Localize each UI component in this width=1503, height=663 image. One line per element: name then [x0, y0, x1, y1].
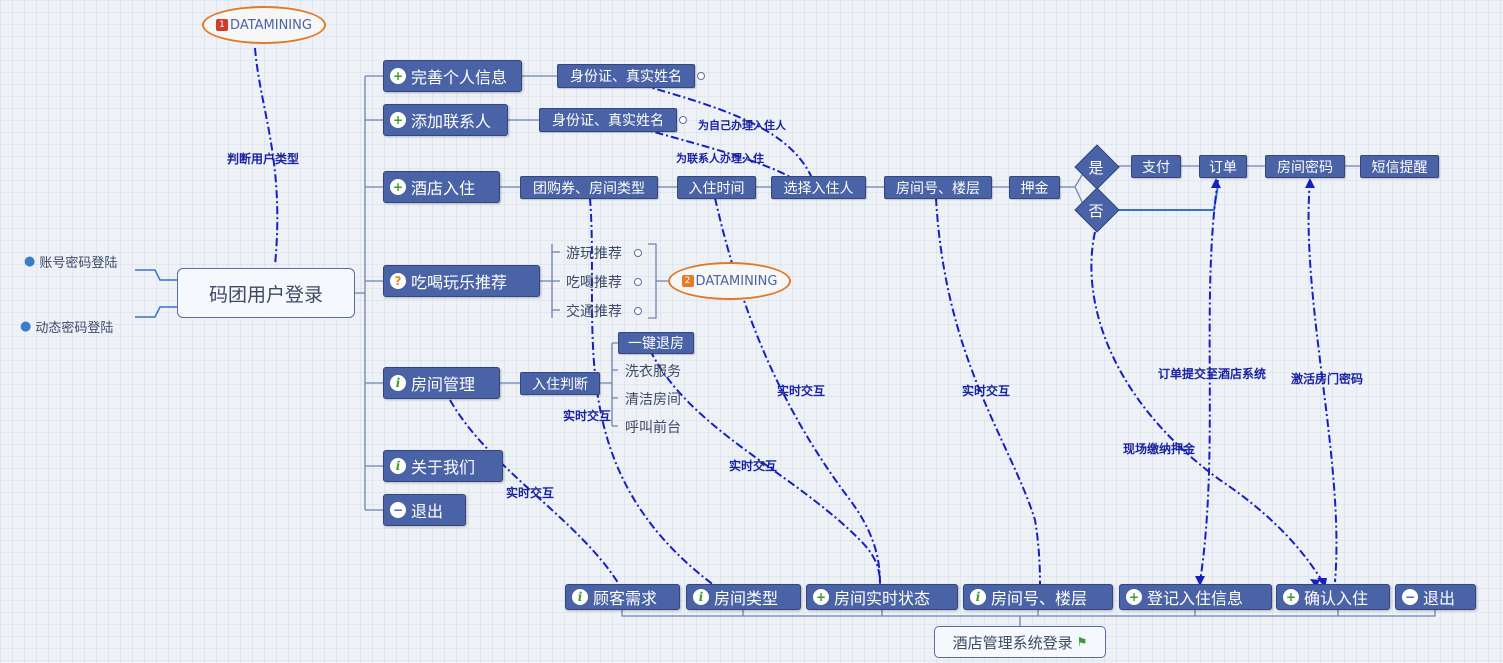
question-icon: ?	[390, 273, 406, 289]
plus-icon: +	[390, 179, 406, 195]
datamining-tag-top[interactable]: 1 DATAMINING	[202, 6, 326, 44]
hotel-bar-label: 房间号、楼层	[991, 589, 1088, 608]
flow-checkin-time[interactable]: 入住时间	[677, 176, 756, 199]
info-icon: i	[572, 589, 588, 605]
menu-label: 房间管理	[411, 375, 476, 394]
hotel-bar-label: 房间类型	[714, 589, 779, 608]
room-checkin-judge[interactable]: 入住判断	[520, 372, 600, 395]
plus-icon: +	[390, 112, 406, 128]
flow-sms-reminder[interactable]: 短信提醒	[1360, 155, 1439, 178]
link-label-order-submit: 订单提交至酒店系统	[1158, 367, 1267, 381]
plus-icon: +	[1126, 589, 1142, 605]
info-icon: i	[390, 458, 406, 474]
expand-handle[interactable]	[634, 278, 642, 286]
tag-icon: ⚑	[1076, 635, 1088, 649]
info-icon: i	[970, 589, 986, 605]
link-label-self: 为自己办理入住人	[698, 119, 786, 132]
hotel-bar-label: 确认入住	[1304, 589, 1369, 608]
menu-room-management[interactable]: i 房间管理	[383, 367, 500, 399]
flow-room-floor[interactable]: 房间号、楼层	[884, 176, 992, 199]
expand-handle[interactable]	[679, 116, 687, 124]
login-option-label: 动态密码登陆	[35, 321, 114, 336]
priority-2-icon: 2	[681, 275, 694, 287]
hotel-room-number-floor[interactable]: i 房间号、楼层	[963, 584, 1113, 610]
menu-label: 完善个人信息	[411, 68, 508, 87]
login-option-dynamic[interactable]: ● 动态密码登陆	[20, 317, 113, 336]
hotel-root-label: 酒店管理系统登录	[952, 633, 1073, 652]
room-service-front-desk[interactable]: 呼叫前台	[625, 420, 681, 436]
login-option-label: 账号密码登陆	[39, 256, 118, 271]
menu-recommend[interactable]: ? 吃喝玩乐推荐	[383, 265, 540, 297]
link-label-realtime: 实时交互	[777, 384, 826, 398]
hotel-room-type[interactable]: i 房间类型	[686, 584, 801, 610]
datamining-tag-text: DATAMINING	[695, 273, 778, 289]
link-label-realtime: 实时交互	[962, 384, 1011, 398]
link-label-realtime: 实时交互	[506, 486, 555, 500]
link-label-realtime: 实时交互	[563, 409, 612, 423]
profile-id-name[interactable]: 身份证、真实姓名	[557, 64, 695, 88]
link-label-onsite-deposit: 现场缴纳押金	[1123, 442, 1196, 456]
minus-icon: −	[390, 502, 406, 518]
info-icon: i	[693, 589, 709, 605]
room-service-checkout[interactable]: 一键退房	[618, 332, 694, 354]
menu-logout[interactable]: −退出	[383, 494, 466, 526]
hotel-bar-label: 房间实时状态	[834, 589, 931, 608]
hotel-confirm-checkin[interactable]: + 确认入住	[1276, 584, 1390, 610]
plus-icon: +	[1283, 589, 1299, 605]
menu-label: 酒店入住	[411, 179, 476, 198]
link-label-realtime: 实时交互	[729, 459, 778, 473]
menu-about-us[interactable]: i 关于我们	[383, 450, 503, 482]
menu-label: 吃喝玩乐推荐	[411, 273, 508, 292]
expand-handle[interactable]	[697, 72, 705, 80]
login-option-password[interactable]: ● 账号密码登陆	[24, 252, 117, 271]
decision-yes-label: 是	[1088, 159, 1104, 177]
flow-order[interactable]: 订单	[1199, 155, 1247, 178]
recommend-food[interactable]: 吃喝推荐	[566, 275, 622, 291]
flow-deposit[interactable]: 押金	[1009, 176, 1060, 199]
datamining-tag-recommend[interactable]: 2 DATAMINING	[668, 262, 791, 300]
expand-handle[interactable]	[634, 307, 642, 315]
judge-user-type-label: 判断用户类型	[227, 152, 300, 166]
flow-room-password[interactable]: 房间密码	[1265, 155, 1345, 178]
menu-hotel-checkin[interactable]: + 酒店入住	[383, 171, 500, 203]
room-service-cleaning[interactable]: 清洁房间	[625, 392, 681, 408]
hotel-register-checkin[interactable]: + 登记入住信息	[1119, 584, 1272, 610]
decision-no-label: 否	[1088, 202, 1104, 220]
hotel-customer-demand[interactable]: i 顾客需求	[565, 584, 680, 610]
flow-coupon-room-type[interactable]: 团购券、房间类型	[520, 176, 658, 199]
hotel-room-realtime-status[interactable]: + 房间实时状态	[806, 584, 958, 610]
link-label-activate-password: 激活房门密码	[1291, 372, 1364, 386]
menu-label: 退出	[411, 502, 444, 521]
hotel-bar-label: 登记入住信息	[1147, 589, 1244, 608]
minus-icon: −	[1402, 589, 1418, 605]
recommend-traffic[interactable]: 交通推荐	[566, 304, 622, 320]
menu-label: 添加联系人	[411, 112, 492, 131]
flow-select-guest[interactable]: 选择入住人	[771, 176, 866, 199]
hotel-logout[interactable]: −退出	[1395, 584, 1476, 610]
center-node-login[interactable]: 码团用户登录	[177, 268, 355, 318]
datamining-tag-text: DATAMINING	[230, 17, 312, 33]
plus-icon: +	[813, 589, 829, 605]
recommend-play[interactable]: 游玩推荐	[566, 246, 622, 262]
hotel-bar-label: 退出	[1423, 589, 1456, 608]
user-icon: ●	[24, 254, 36, 269]
room-service-laundry[interactable]: 洗衣服务	[625, 364, 681, 380]
hotel-system-login[interactable]: 酒店管理系统登录 ⚑	[934, 626, 1106, 658]
menu-add-contact[interactable]: + 添加联系人	[383, 104, 508, 136]
link-label-contact: 为联系人办理入住	[676, 152, 764, 165]
hotel-bar-label: 顾客需求	[593, 589, 658, 608]
contact-id-name[interactable]: 身份证、真实姓名	[539, 108, 677, 132]
menu-complete-profile[interactable]: + 完善个人信息	[383, 60, 522, 92]
expand-handle[interactable]	[634, 249, 642, 257]
priority-1-icon: 1	[216, 19, 229, 31]
menu-label: 关于我们	[411, 458, 476, 477]
plus-icon: +	[390, 68, 406, 84]
user-icon: ●	[20, 319, 32, 334]
flow-pay[interactable]: 支付	[1131, 155, 1181, 178]
info-icon: i	[390, 375, 406, 391]
